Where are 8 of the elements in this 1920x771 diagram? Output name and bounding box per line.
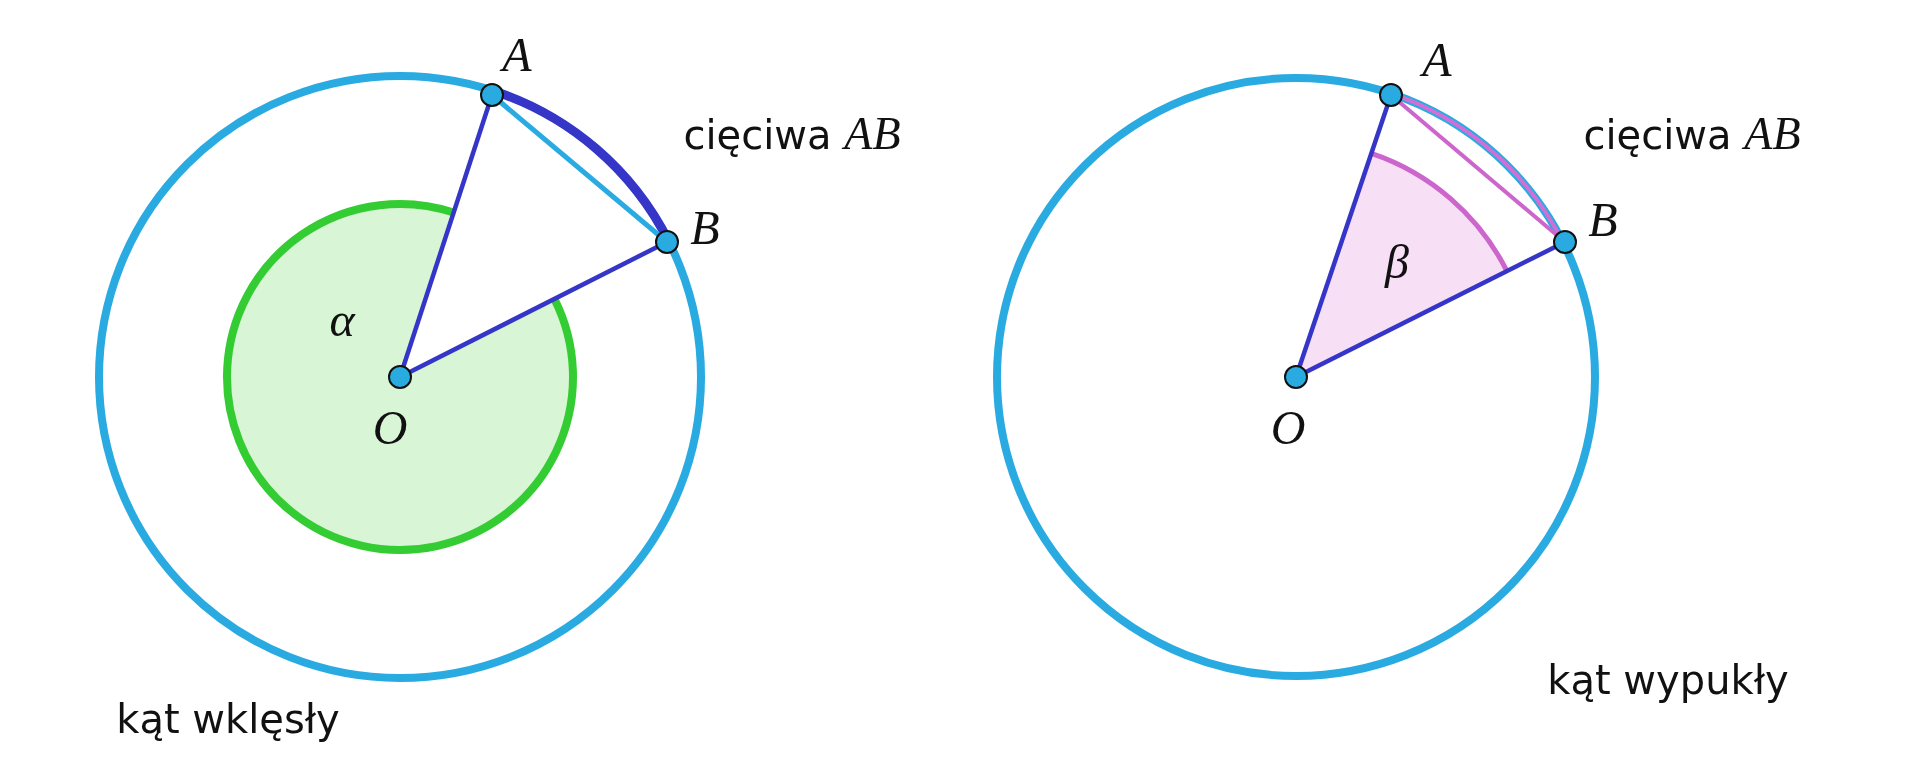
- point-label: O: [1270, 404, 1306, 452]
- chord-label: cięciwa AB: [683, 111, 901, 157]
- angle-label: α: [329, 296, 355, 344]
- point-label: B: [1588, 196, 1618, 244]
- point-label: B: [690, 204, 720, 252]
- angle-label: β: [1385, 238, 1409, 286]
- point-label: O: [372, 404, 408, 452]
- chord-label: cięciwa AB: [1583, 111, 1801, 157]
